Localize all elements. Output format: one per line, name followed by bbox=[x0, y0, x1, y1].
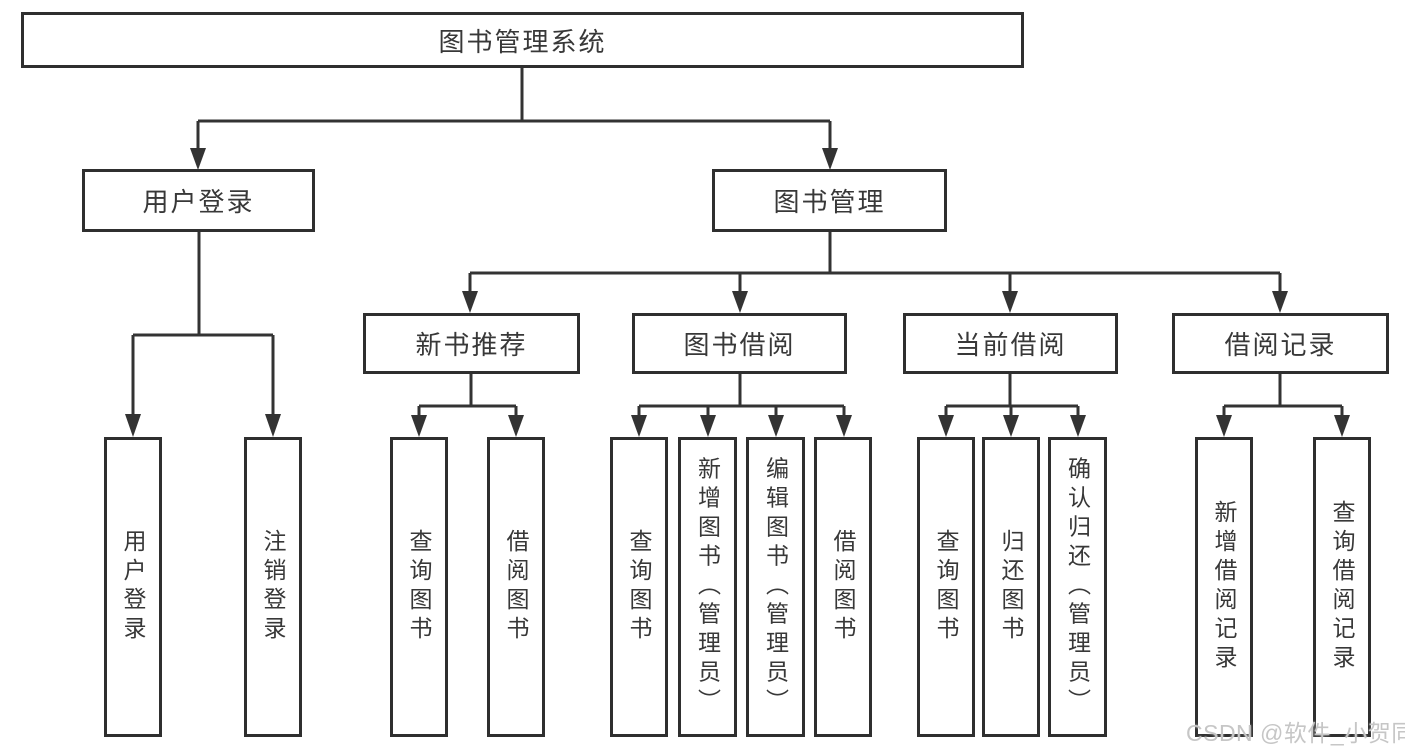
connector-book-mgmt-to-level3 bbox=[462, 232, 1288, 313]
leaf-label: 归还图书 bbox=[998, 529, 1024, 645]
leaf-borrow-books-recommend: 借阅图书 bbox=[487, 437, 545, 737]
leaf-label: 借阅图书 bbox=[830, 529, 856, 645]
leaf-label: 编辑图书（管理员） bbox=[762, 456, 789, 718]
csdn-watermark: CSDN @软件_小贺同学 bbox=[1186, 720, 1405, 746]
node-label: 新书推荐 bbox=[415, 330, 528, 360]
node-borrowing-records: 借阅记录 bbox=[1172, 313, 1389, 374]
leaf-query-books-recommend: 查询图书 bbox=[390, 437, 448, 737]
leaf-label: 用户登录 bbox=[120, 529, 146, 645]
leaf-label: 查询借阅记录 bbox=[1329, 500, 1355, 674]
leaf-query-books-current: 查询图书 bbox=[917, 437, 975, 737]
node-current-borrowing: 当前借阅 bbox=[903, 313, 1118, 374]
leaf-label: 新增借阅记录 bbox=[1211, 500, 1237, 674]
node-book-management: 图书管理 bbox=[712, 169, 947, 232]
node-label: 图书管理系统 bbox=[438, 26, 607, 57]
node-label: 图书管理 bbox=[773, 187, 886, 217]
leaf-label: 借阅图书 bbox=[503, 529, 529, 645]
leaf-label: 确认归还（管理员） bbox=[1064, 456, 1091, 718]
leaf-add-borrow-record: 新增借阅记录 bbox=[1195, 437, 1253, 737]
connector-root-to-level2 bbox=[190, 68, 838, 170]
connector-book-borrow-to-leaves bbox=[631, 374, 852, 437]
node-label: 当前借阅 bbox=[954, 330, 1067, 360]
connector-current-borrow-to-leaves bbox=[938, 374, 1086, 437]
node-user-login: 用户登录 bbox=[82, 169, 315, 232]
leaf-query-borrow-record: 查询借阅记录 bbox=[1313, 437, 1371, 737]
node-root-book-management-system: 图书管理系统 bbox=[21, 12, 1024, 68]
connector-user-login-to-leaves bbox=[125, 232, 281, 437]
leaf-add-books-admin: 新增图书（管理员） bbox=[678, 437, 737, 737]
leaf-logout: 注销登录 bbox=[244, 437, 302, 737]
leaf-edit-books-admin: 编辑图书（管理员） bbox=[746, 437, 805, 737]
leaf-label: 查询图书 bbox=[406, 529, 432, 645]
leaf-label: 注销登录 bbox=[260, 529, 286, 645]
leaf-borrow-books: 借阅图书 bbox=[814, 437, 872, 737]
node-label: 借阅记录 bbox=[1224, 330, 1337, 360]
node-label: 图书借阅 bbox=[683, 330, 796, 360]
node-new-book-recommend: 新书推荐 bbox=[363, 313, 580, 374]
node-book-borrowing: 图书借阅 bbox=[632, 313, 847, 374]
leaf-label: 新增图书（管理员） bbox=[694, 456, 721, 718]
leaf-return-books: 归还图书 bbox=[982, 437, 1040, 737]
leaf-confirm-return-admin: 确认归还（管理员） bbox=[1048, 437, 1107, 737]
node-label: 用户登录 bbox=[142, 187, 255, 217]
leaf-label: 查询图书 bbox=[626, 529, 652, 645]
leaf-label: 查询图书 bbox=[933, 529, 959, 645]
connector-new-book-rec-to-leaves bbox=[411, 374, 524, 437]
connector-borrow-records-to-leaves bbox=[1216, 374, 1350, 437]
leaf-user-login: 用户登录 bbox=[104, 437, 162, 737]
leaf-query-books-borrowing: 查询图书 bbox=[610, 437, 668, 737]
